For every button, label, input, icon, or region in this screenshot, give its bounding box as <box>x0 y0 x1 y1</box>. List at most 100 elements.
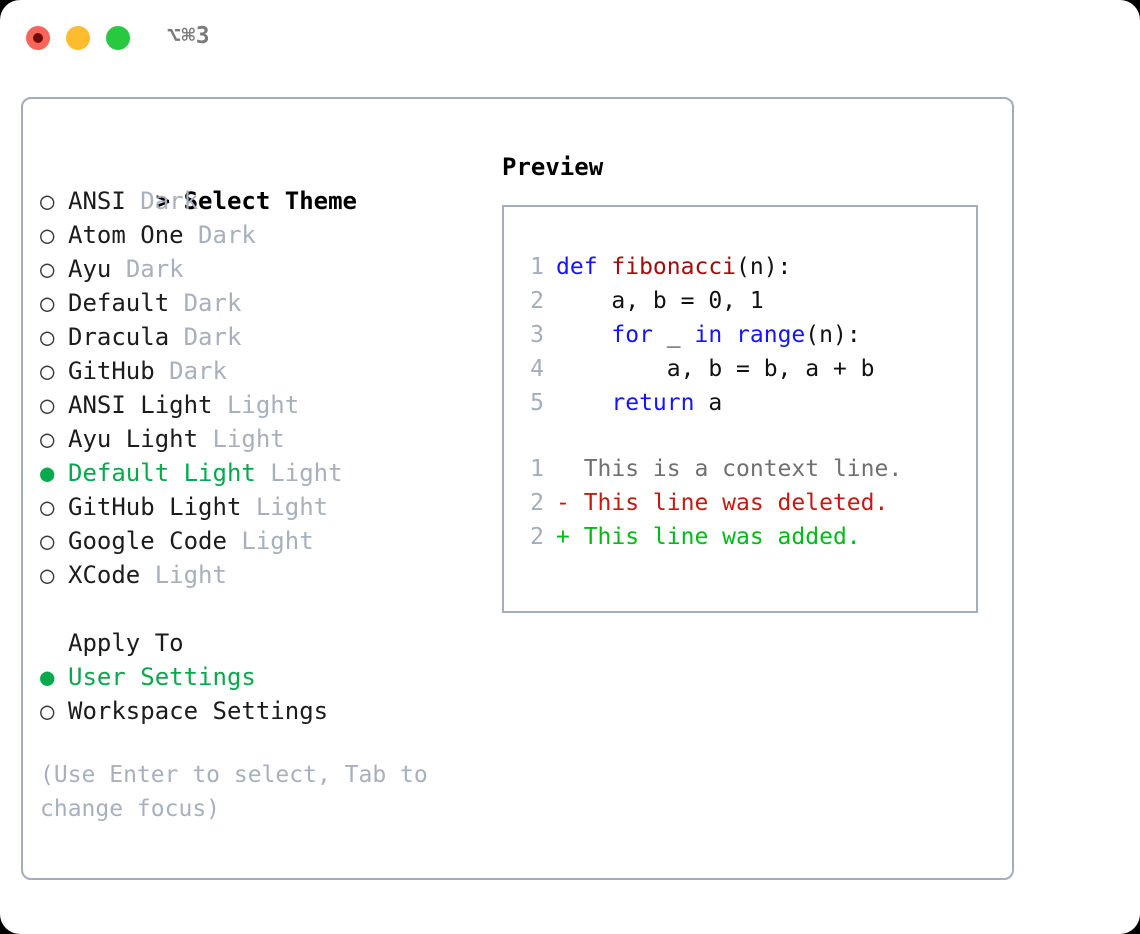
radio-unselected-icon: ○ <box>40 391 55 419</box>
diff-line: 1 This is a context line. <box>518 452 970 486</box>
text-space <box>126 187 140 215</box>
theme-name: ANSI <box>68 187 126 215</box>
line-number: 2 <box>530 524 544 550</box>
code-token: a, b = b, a + b <box>556 356 875 382</box>
line-number: 5 <box>530 390 544 416</box>
keyboard-hint-text: (Use Enter to select, Tab to change focu… <box>40 762 442 822</box>
theme-name: Ayu Light <box>68 425 199 453</box>
theme-list-item[interactable]: ○ GitHub Dark <box>40 354 490 388</box>
theme-list: ○ANSI Dark○Atom One Dark○Ayu Dark○Defaul… <box>40 184 490 592</box>
theme-variant-tag: Light <box>241 527 314 555</box>
window-titlebar: ⌥⌘3 <box>0 0 1140 78</box>
diff-line-text: + This line was added. <box>556 524 861 550</box>
code-token <box>556 390 611 416</box>
theme-list-item[interactable]: ○ ANSI Dark <box>40 184 490 218</box>
theme-name: ANSI Light <box>68 391 213 419</box>
diff-line-text: This is a context line. <box>556 456 903 482</box>
theme-variant-tag: Dark <box>183 289 242 317</box>
radio-unselected-icon: ○ <box>40 187 55 215</box>
theme-variant-tag: Dark <box>198 221 256 249</box>
theme-list-item[interactable]: ○ GitHub Light Light <box>40 490 490 524</box>
text-space <box>227 527 241 555</box>
code-diff-gap <box>518 420 970 452</box>
radio-unselected-icon: ○ <box>40 697 55 725</box>
theme-name: Google Code <box>68 527 227 555</box>
apply-to-option[interactable]: ●User Settings <box>40 660 490 694</box>
theme-variant-tag: Light <box>154 561 227 589</box>
theme-name: GitHub <box>68 357 155 385</box>
radio-unselected-icon: ○ <box>40 221 55 249</box>
code-token: in <box>694 322 723 348</box>
theme-list-item[interactable]: ○XCode Light <box>40 558 490 592</box>
code-token: def <box>556 254 612 280</box>
apply-to-label: Workspace Settings <box>68 697 329 725</box>
radio-unselected-icon: ○ <box>40 425 55 453</box>
radio-unselected-icon: ○ <box>40 323 55 351</box>
theme-variant-tag: Dark <box>140 187 199 215</box>
theme-list-item[interactable]: ○Default Dark <box>40 286 490 320</box>
line-number: 1 <box>530 456 544 482</box>
theme-variant-tag: Dark <box>169 357 227 385</box>
diff-line: 2 + This line was added. <box>518 520 970 554</box>
text-space <box>140 561 154 589</box>
theme-list-item[interactable]: ○ Ayu Light Light <box>40 422 490 456</box>
code-token: (n): <box>736 254 792 280</box>
theme-variant-tag: Light <box>226 391 300 419</box>
theme-list-item[interactable]: ○ ANSI Light Light <box>40 388 490 422</box>
theme-name: Default <box>68 289 170 317</box>
radio-unselected-icon: ○ <box>40 493 55 521</box>
code-line: 3 for _ in range(n): <box>518 318 970 352</box>
theme-list-item[interactable]: ○Atom One Dark <box>40 218 490 252</box>
theme-name: GitHub Light <box>68 493 242 521</box>
text-space <box>256 459 270 487</box>
text-space <box>155 357 169 385</box>
theme-picker-header: > Select Theme <box>40 150 490 215</box>
theme-list-item[interactable]: ●Default Light Light <box>40 456 490 490</box>
text-space <box>213 391 227 419</box>
apply-to-option[interactable]: ○ Workspace Settings <box>40 694 490 728</box>
theme-name: Dracula <box>68 323 170 351</box>
theme-name: Default Light <box>68 459 256 487</box>
prompt-caret-icon: > <box>155 187 171 215</box>
theme-list-item[interactable]: ○Ayu Dark <box>40 252 490 286</box>
radio-selected-icon: ● <box>40 459 55 487</box>
theme-picker-title: Select Theme <box>183 187 357 215</box>
maximize-button[interactable] <box>106 26 130 50</box>
line-number: 2 <box>530 490 544 516</box>
main-panel: >Select Theme ○ANSI Dark○Atom One Dark○A… <box>21 97 1014 880</box>
radio-unselected-icon: ○ <box>40 255 55 283</box>
line-number: 4 <box>530 356 544 382</box>
line-number: 2 <box>530 288 544 314</box>
code-line: 4 a, b = b, a + b <box>518 352 970 386</box>
code-token <box>722 322 736 348</box>
apply-to-options: ●User Settings ○ Workspace Settings <box>40 660 490 728</box>
list-spacer <box>40 592 490 626</box>
text-space <box>169 323 183 351</box>
theme-variant-tag: Dark <box>183 323 242 351</box>
text-space <box>198 425 212 453</box>
theme-variant-tag: Light <box>255 493 329 521</box>
theme-variant-tag: Light <box>212 425 285 453</box>
text-space <box>184 221 198 249</box>
code-token: fibonacci <box>611 254 737 280</box>
radio-unselected-icon: ○ <box>40 357 55 385</box>
radio-selected-icon: ● <box>40 663 55 691</box>
code-token: a <box>694 390 723 416</box>
theme-list-item[interactable]: ○ Dracula Dark <box>40 320 490 354</box>
preview-title: Preview <box>502 153 604 181</box>
minimize-button[interactable] <box>66 26 90 50</box>
text-space <box>111 255 125 283</box>
code-token: a, b = 0, 1 <box>556 288 764 314</box>
close-icon <box>33 33 43 43</box>
keyboard-shortcut-label: ⌥⌘3 <box>167 23 211 49</box>
theme-list-item[interactable]: ○Google Code Light <box>40 524 490 558</box>
diff-line: 2- This line was deleted. <box>518 486 970 520</box>
theme-picker: >Select Theme ○ANSI Dark○Atom One Dark○A… <box>40 150 490 826</box>
radio-unselected-icon: ○ <box>40 561 55 589</box>
theme-name: Ayu <box>68 255 112 283</box>
